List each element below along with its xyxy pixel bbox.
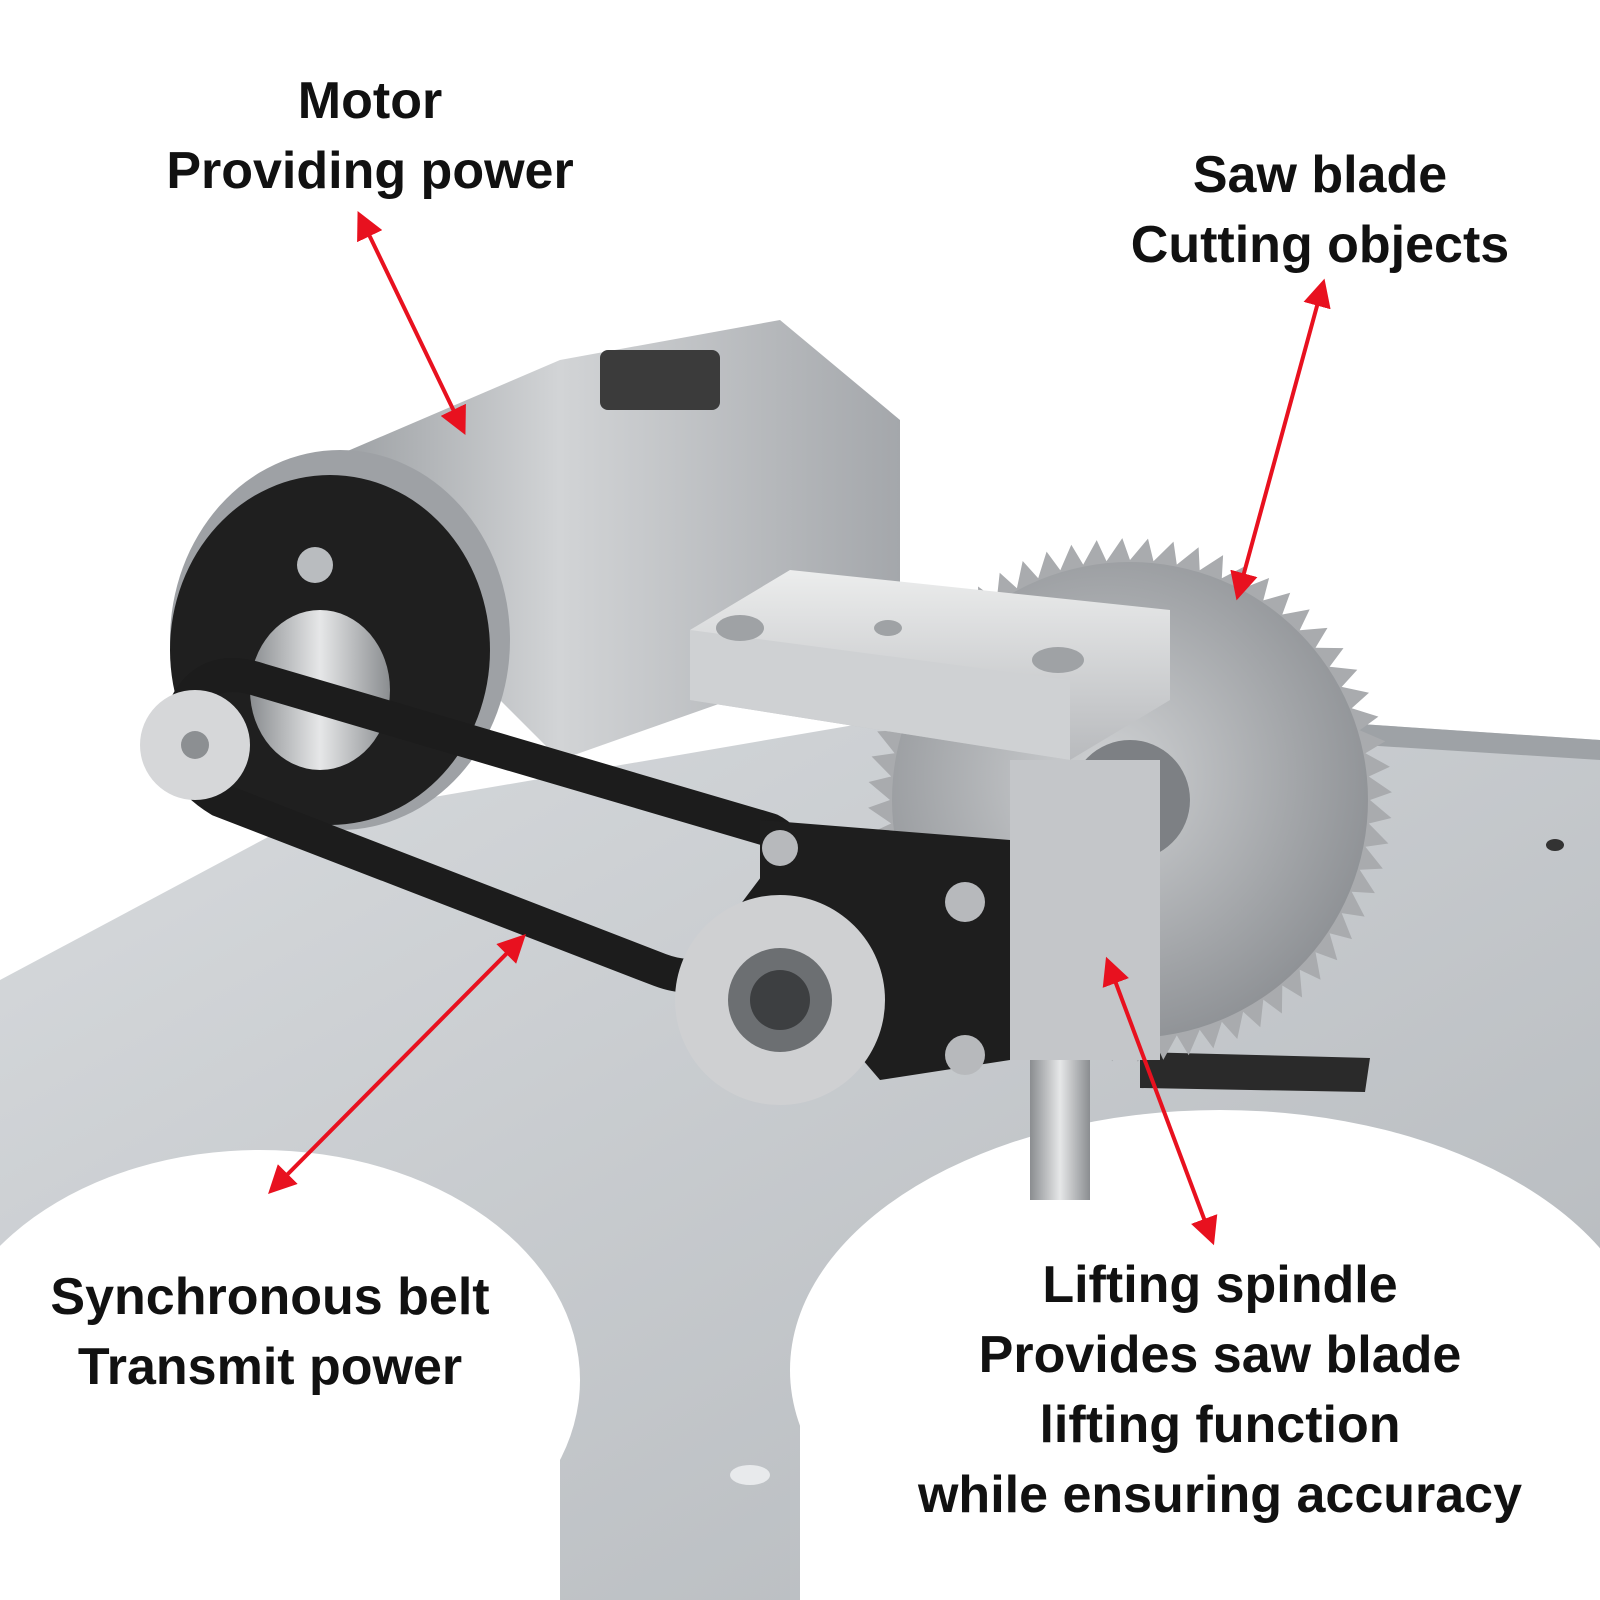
arrow-spindle [1102,956,1218,1246]
saw-blade-label-description: Cutting objects [1130,216,1510,274]
spindle-label-description-1: Provides saw blade [978,1326,1462,1384]
motor-label: Motor Providing power [120,66,620,206]
motor-label-title: Motor [297,72,443,130]
spindle-label-description-2: lifting function [1039,1396,1401,1454]
belt-label: Synchronous belt Transmit power [0,1262,540,1402]
callout-arrows [268,210,1331,1246]
spindle-label: Lifting spindle Provides saw blade lifti… [850,1250,1590,1530]
spindle-label-title: Lifting spindle [1042,1256,1398,1314]
arrow-saw-blade [1230,278,1331,601]
saw-blade-label: Saw blade Cutting objects [1080,140,1560,280]
belt-label-description: Transmit power [77,1338,463,1396]
motor-label-description: Providing power [166,142,574,200]
callout-backgrounds [0,1110,1600,1600]
belt-label-title: Synchronous belt [50,1268,490,1326]
arrow-belt [268,934,526,1194]
saw-blade-label-title: Saw blade [1192,146,1448,204]
spindle-label-description-3: while ensuring accuracy [917,1466,1523,1524]
arrow-motor [357,210,466,436]
spindle-block-icon [675,570,1170,1200]
